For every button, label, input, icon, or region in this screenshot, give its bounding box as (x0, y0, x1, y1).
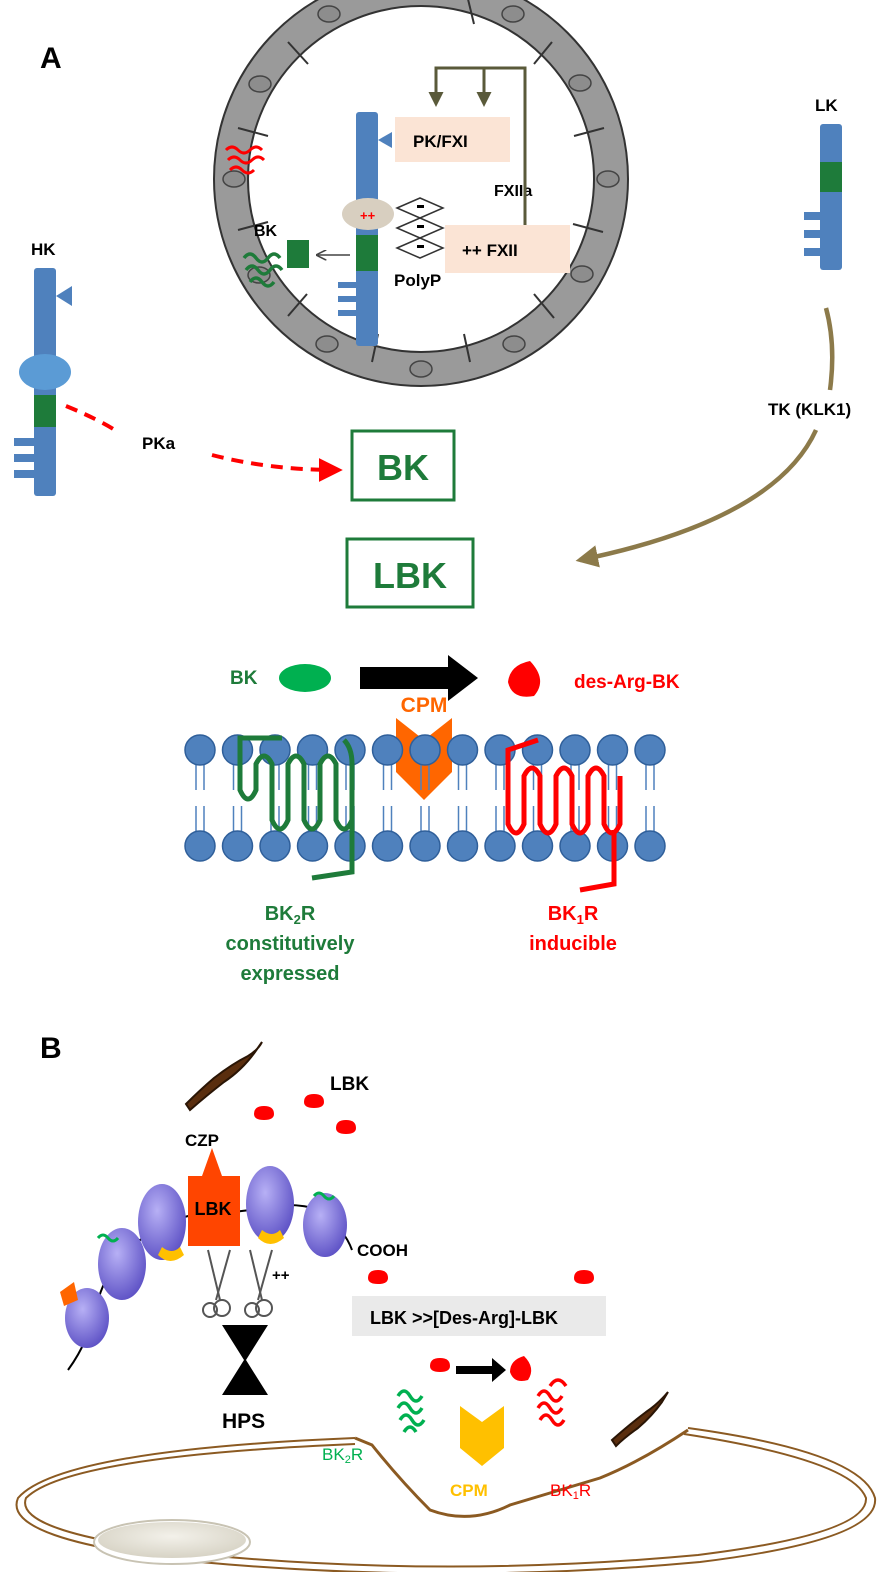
bk1-receptor-vessel (224, 145, 266, 175)
fxii-box (445, 225, 570, 273)
lbk-box (345, 537, 475, 609)
b-bk1-receptor (536, 1378, 568, 1427)
des-arg-bk-label: des-Arg-BK (574, 672, 680, 693)
b-cpm-enzyme (460, 1406, 504, 1466)
fxiia-label: FXIIa (494, 183, 532, 200)
endothelial-cell-nuclei (222, 5, 620, 378)
vessel-charge: ++ (360, 208, 376, 223)
b-conversion-arrow (456, 1358, 506, 1382)
bk2r-line2: constitutively (226, 933, 356, 955)
fxiia-activation-arrow (428, 66, 527, 225)
bk-box-label: BK (377, 447, 429, 488)
lbk-block (188, 1176, 240, 1246)
lipid-head (409, 830, 441, 862)
hk-chain (14, 268, 72, 496)
fxii-label: ++ FXII (462, 241, 518, 260)
trypanosome-right (610, 1391, 669, 1448)
hps-label: HPS (222, 1410, 265, 1433)
lipid-head (221, 830, 254, 862)
lipid-head (559, 830, 591, 862)
b-cpm-label: CPM (450, 1481, 488, 1500)
lbk-top-label: LBK (330, 1074, 369, 1095)
lk-chain (804, 124, 842, 270)
bk2-receptor-vessel (242, 252, 284, 288)
panel-b-charge: ++ (272, 1267, 290, 1284)
des-arg-bk-peptide-icon (508, 661, 541, 697)
blood-vessel (213, 0, 629, 387)
trypanosome-top (184, 1041, 263, 1112)
lipid-head (634, 734, 666, 766)
kininogen-domains (65, 1166, 347, 1348)
kininogen-yellow-arcs (158, 1230, 284, 1261)
pk-fxi-label: PK/FXI (413, 132, 468, 151)
lipid-head (596, 734, 629, 766)
cooh-label: COOH (357, 1241, 408, 1260)
lipid-head (559, 734, 591, 766)
scissors-icon (202, 1249, 273, 1318)
lipid-head (484, 830, 516, 862)
b-bk1r-label: BK1R (550, 1481, 591, 1502)
hk-chain-vessel: ++ (338, 112, 394, 346)
b-des-arg-peptide (510, 1356, 532, 1381)
conversion-banner-text: LBK >>[Des-Arg]-LBK (370, 1308, 558, 1328)
tk-cleavage-line (823, 307, 835, 391)
pka-label: PKa (142, 434, 176, 453)
bk1-receptor-membrane (505, 737, 623, 893)
orange-tag (60, 1282, 78, 1306)
lbk-box-label: LBK (373, 555, 447, 596)
lipid-head (371, 734, 404, 766)
bk2r-line3: expressed (241, 963, 340, 985)
tk-label: TK (KLK1) (768, 400, 851, 419)
tk-cleavage-arrow (575, 429, 819, 568)
cpm-conversion-arrow (360, 655, 478, 701)
membrane-bk-label: BK (230, 668, 258, 689)
czp-label: CZP (185, 1131, 219, 1150)
bk-box (350, 429, 456, 502)
hk-label: HK (31, 240, 56, 259)
cell-plate (98, 1522, 246, 1558)
bk-peptide-icon (279, 664, 331, 692)
lipid-head (296, 734, 329, 766)
conversion-banner (352, 1296, 606, 1336)
lbk-center-label: LBK (195, 1199, 232, 1219)
lipid-head (259, 830, 291, 862)
hps-hourglass (222, 1325, 268, 1395)
lk-label: LK (815, 96, 838, 115)
lipid-head (296, 830, 329, 862)
panel-a-label: A (40, 42, 62, 75)
bk1r-label: BK1R (548, 903, 599, 927)
lbk-peptides (254, 1094, 594, 1372)
lipid-head (521, 830, 554, 862)
lipid-head (184, 734, 216, 766)
czp-triangle (202, 1148, 222, 1176)
kininogen-green-hooks (96, 1191, 336, 1243)
b-bk2r-label: BK2R (322, 1445, 363, 1466)
membrane-cpm-label: CPM (401, 694, 448, 717)
lipid-head (184, 830, 216, 862)
vessel-bk-label: BK (254, 223, 278, 240)
lipid-head (409, 734, 441, 766)
lipid-head (446, 830, 479, 862)
lipid-head (446, 734, 479, 766)
host-cell (15, 1427, 877, 1572)
pka-cleavage-arrow (65, 404, 120, 434)
pka-cleavage-arrow-2 (211, 453, 343, 482)
bk2r-label: BK2R (265, 903, 316, 927)
polyp-diamonds (395, 197, 445, 259)
b-bk2-receptor (396, 1389, 426, 1433)
panel-b-label: B (40, 1032, 62, 1065)
polyp-label: PolyP (394, 271, 441, 290)
bk2-receptor-membrane (237, 735, 355, 881)
lipid-head (634, 830, 666, 862)
lipid-head (371, 830, 404, 862)
bk-fragment (287, 240, 309, 268)
bk1r-line2: inducible (529, 933, 617, 955)
pk-fxi-box (395, 117, 510, 162)
